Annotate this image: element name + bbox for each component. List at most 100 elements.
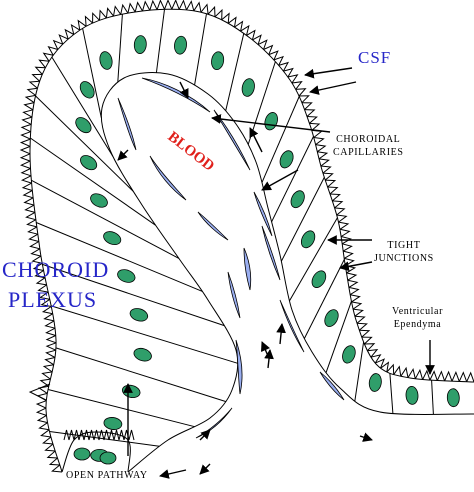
microvillus [46,450,58,459]
microvillus [84,15,93,27]
arrow-icon [249,127,263,153]
nucleus-icon [405,386,419,405]
microvillus [354,315,366,324]
cell-wall [261,96,300,183]
microvillus [329,193,341,202]
microvillus [134,1,143,13]
nucleus-icon [133,347,152,362]
microvillus [334,207,346,216]
nucleus-icon [103,417,123,430]
microvillus [36,414,48,424]
microvillus [315,144,327,153]
arrow-icon [117,149,129,161]
microvillus [346,272,358,281]
cell-wall [280,177,325,262]
arrow-icon [261,169,299,191]
microvillus [393,365,402,377]
microvillus [127,2,136,14]
apical-surface [29,8,474,473]
nucleus-icon [279,150,294,169]
microvillus [318,158,330,167]
microvillus [414,368,424,380]
arrow-icon [260,341,270,357]
microvillus [309,122,321,131]
microvillus [325,179,337,188]
microvillus [301,102,313,110]
microvillus [400,366,409,378]
cell-wall [288,217,338,302]
microvillus [99,9,107,21]
arrow-icon [199,429,211,441]
nucleus-icon [129,308,149,322]
cell-wall [47,389,195,428]
microvillus [88,429,95,441]
microvillus [58,34,69,45]
cell-wall [49,431,160,447]
arrow-icon [264,349,274,369]
csf-label: CSF [358,48,392,67]
microvillus [108,429,115,441]
microvillus [142,0,151,12]
plexus-label: PLEXUS [8,287,98,312]
arrow-icon [359,432,373,442]
microvillus [458,371,468,382]
nucleus-icon [99,51,113,70]
cell-wall [31,179,180,259]
cell-wall [55,347,227,403]
microvillus [27,226,38,235]
microvillus [120,3,129,15]
microvillus [20,123,32,133]
microvillus [336,214,348,223]
microvillus [347,279,359,288]
cell-wall [42,263,225,327]
nucleus-icon [99,451,117,465]
microvillus [367,348,379,358]
ventricular-ependyma-label: Ventricular Ependyma [392,306,444,330]
nucleus-icon [211,51,225,71]
nucleus-icon [90,193,108,208]
choroid-label: CHOROID [2,257,110,282]
cell-wall [225,33,245,111]
microvillus [22,109,34,118]
microvillus [351,301,363,310]
microvillus [263,44,274,55]
cell-wall [303,259,345,339]
microvillus [313,137,325,146]
microvillus [28,80,40,89]
microvillus [240,24,250,36]
microvillus [364,343,376,352]
microvillus [23,102,35,111]
cell-wall [117,14,123,83]
arrow-icon [199,463,211,475]
microvillus [45,335,57,344]
capillary [227,271,241,319]
microvillus [343,250,354,259]
microvillus [234,20,244,32]
microvillus [35,400,47,409]
microvillus [342,243,353,252]
microvillus [149,0,158,11]
microvillus [374,358,386,369]
microvillus [246,29,256,41]
microvillus [352,308,364,317]
capillary [243,247,252,291]
microvillus [38,422,50,431]
microvillus [407,367,416,379]
capillary [117,97,137,151]
cell-wall [389,373,394,414]
microvillus [422,369,431,381]
microvillus [42,436,54,445]
microvillus [41,371,53,380]
arrow-icon [309,81,357,95]
microvillus [200,3,209,15]
microvillus [26,87,38,96]
arrow-icon [211,114,331,133]
nucleus-icon [79,81,95,99]
microvillus [93,429,100,441]
microvillus [128,429,135,441]
microvillus [21,116,33,125]
nucleus-icon [117,269,136,283]
nucleus-icon [368,373,382,392]
capillary [141,77,211,113]
